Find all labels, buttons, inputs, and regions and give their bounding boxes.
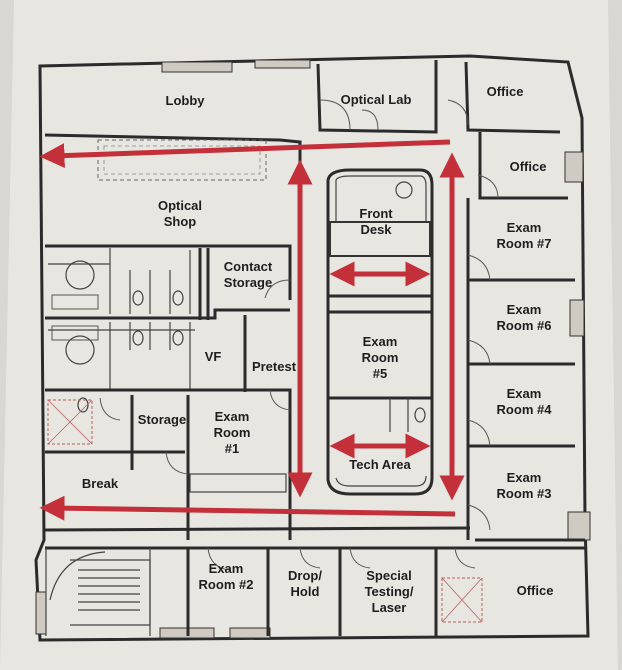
- label-front-desk-2: Desk: [360, 222, 392, 237]
- label-exam1-1: Exam: [215, 409, 250, 424]
- arrow-top-left: [39, 139, 451, 169]
- label-pretest: Pretest: [252, 359, 297, 374]
- label-front-desk-1: Front: [359, 206, 393, 221]
- doors: [99, 99, 499, 571]
- label-optical-shop-2: Shop: [164, 214, 197, 229]
- label-break: Break: [82, 476, 119, 491]
- label-contact-storage-2: Storage: [224, 275, 272, 290]
- label-exam6-2: Room #6: [497, 318, 552, 333]
- arrow-bottom-left: [39, 495, 456, 521]
- label-special-3: Laser: [372, 600, 407, 615]
- stairs: [49, 551, 151, 626]
- label-optical-lab: Optical Lab: [341, 92, 412, 107]
- label-exam6-1: Exam: [507, 302, 542, 317]
- label-tech-area: Tech Area: [349, 457, 411, 472]
- circulation-arrows: [39, 139, 465, 521]
- label-exam3-2: Room #3: [497, 486, 552, 501]
- label-contact-storage-1: Contact: [224, 259, 273, 274]
- label-drop-hold-1: Drop/: [288, 568, 322, 583]
- label-exam3-1: Exam: [507, 470, 542, 485]
- label-vf: VF: [205, 349, 222, 364]
- fixtures: [47, 139, 483, 623]
- label-exam2-1: Exam: [209, 561, 244, 576]
- label-optical-shop-1: Optical: [158, 198, 202, 213]
- label-exam5-2: Room: [362, 350, 399, 365]
- label-office-top: Office: [487, 84, 524, 99]
- label-exam5-1: Exam: [363, 334, 398, 349]
- label-lobby: Lobby: [166, 93, 206, 108]
- label-exam1-3: #1: [225, 441, 239, 456]
- room-labels: Lobby Optical Lab Office Office Optical …: [82, 84, 553, 615]
- label-office-bottom: Office: [517, 583, 554, 598]
- outer-walls: [34, 54, 591, 642]
- label-office-2: Office: [510, 159, 547, 174]
- label-special-1: Special: [366, 568, 412, 583]
- label-storage: Storage: [138, 412, 186, 427]
- label-exam1-2: Room: [214, 425, 251, 440]
- label-exam4-1: Exam: [507, 386, 542, 401]
- label-exam7-1: Exam: [507, 220, 542, 235]
- interior-walls: [44, 60, 585, 636]
- label-exam2-2: Room #2: [199, 577, 254, 592]
- label-exam4-2: Room #4: [497, 402, 553, 417]
- label-exam7-2: Room #7: [497, 236, 552, 251]
- label-exam5-3: #5: [373, 366, 387, 381]
- label-drop-hold-2: Hold: [291, 584, 320, 599]
- label-special-2: Testing/: [365, 584, 414, 599]
